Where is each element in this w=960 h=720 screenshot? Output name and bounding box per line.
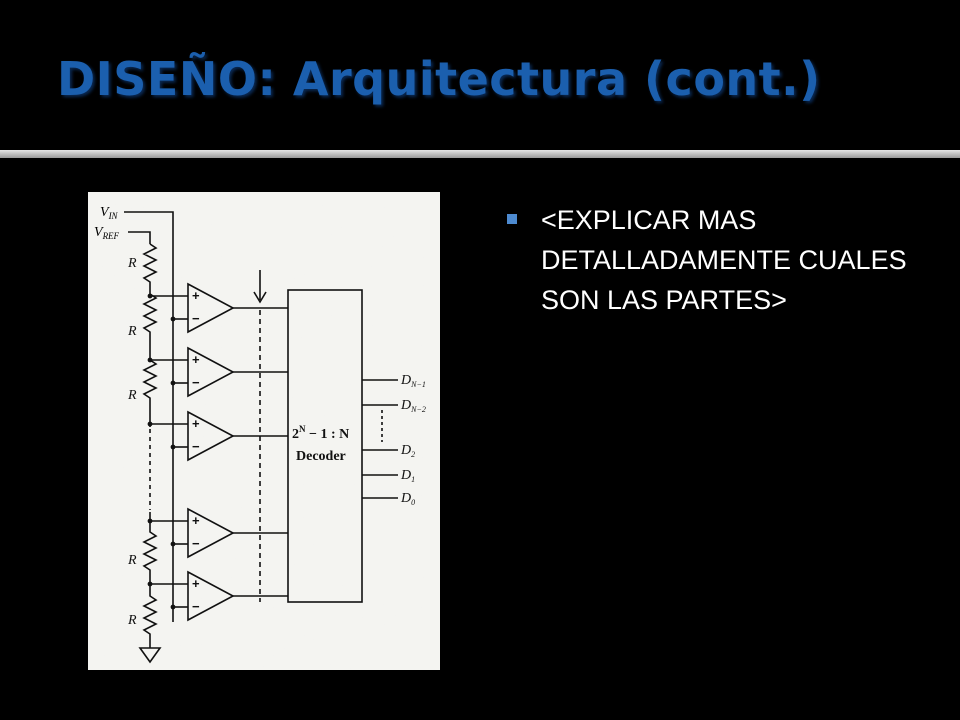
slide-title: DISEÑO: Arquitectura (cont.)	[57, 52, 821, 106]
comparator-2	[187, 346, 235, 398]
vin-wire	[124, 211, 174, 622]
vref-label: VREF	[94, 225, 120, 241]
title-divider	[0, 150, 960, 158]
output-label-dn2: DN−2	[400, 398, 426, 414]
output-label-d0: D0	[400, 491, 415, 507]
minus-sign: −	[192, 599, 200, 614]
output-label-d1: D1	[400, 468, 415, 484]
comparator-5	[187, 570, 235, 622]
bullet-item: <EXPLICAR MAS DETALLADAMENTE CUALES SON …	[507, 200, 907, 320]
comparator-4	[187, 507, 235, 559]
vref-wire	[128, 231, 151, 244]
vin-label: VIN	[100, 205, 119, 221]
flash-adc-diagram: VIN VREF R R R R R	[88, 192, 440, 670]
resistor-label: R	[127, 613, 137, 628]
comparator-3	[187, 410, 235, 462]
ground-symbol	[138, 647, 162, 664]
comparator-1	[187, 282, 235, 334]
minus-sign: −	[192, 536, 200, 551]
bullet-list: <EXPLICAR MAS DETALLADAMENTE CUALES SON …	[507, 200, 907, 320]
minus-sign: −	[192, 439, 200, 454]
decoder-ratio-label: 2N − 1 : N	[292, 424, 349, 442]
decoder-label: Decoder	[296, 449, 346, 464]
minus-sign: −	[192, 311, 200, 326]
resistor-label: R	[127, 553, 137, 568]
bullet-text: <EXPLICAR MAS DETALLADAMENTE CUALES SON …	[541, 205, 907, 315]
resistor-label: R	[127, 324, 137, 339]
resistor-ladder-bottom	[142, 512, 158, 648]
output-label-d2: D2	[400, 443, 415, 459]
plus-sign: +	[192, 513, 200, 528]
title-bar: DISEÑO: Arquitectura (cont.)	[0, 0, 960, 150]
decoder-block	[287, 289, 363, 603]
square-bullet-icon	[507, 214, 517, 224]
minus-sign: −	[192, 375, 200, 390]
plus-sign: +	[192, 352, 200, 367]
plus-sign: +	[192, 576, 200, 591]
resistor-label: R	[127, 256, 137, 271]
output-label-dn1: DN−1	[400, 373, 426, 389]
resistor-label: R	[127, 388, 137, 403]
plus-sign: +	[192, 416, 200, 431]
plus-sign: +	[192, 288, 200, 303]
resistor-ladder-top	[142, 243, 158, 427]
